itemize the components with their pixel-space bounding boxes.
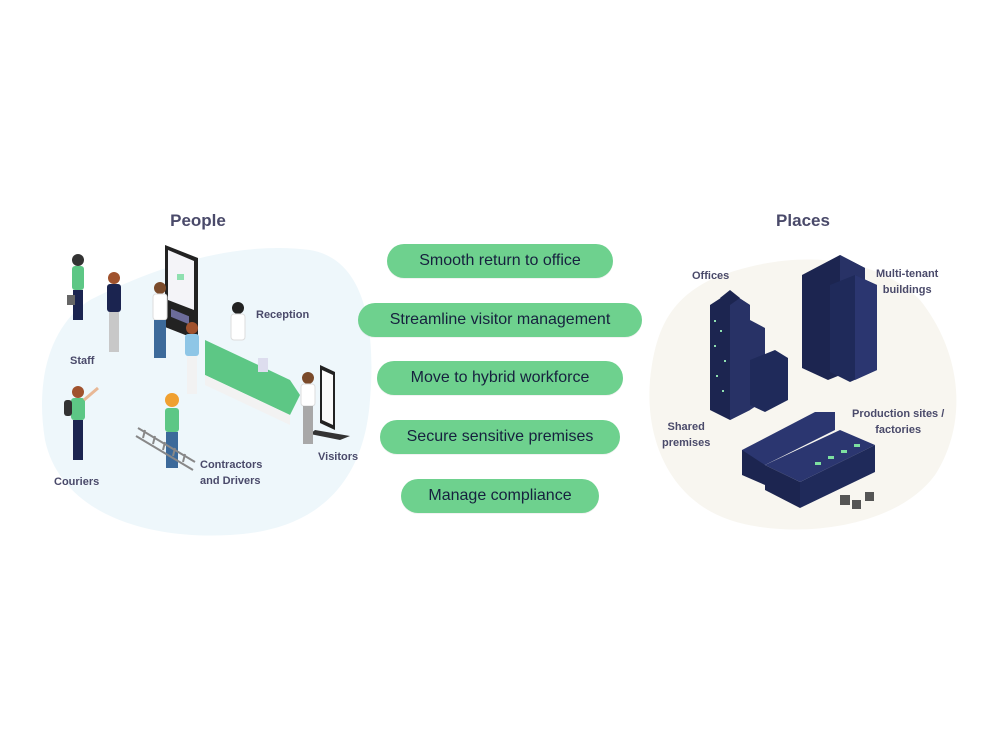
label-offices: Offices	[692, 270, 730, 282]
label-shared-line1: Shared	[667, 421, 705, 433]
places-illustration	[710, 255, 877, 509]
use-case-pill: Streamline visitor management	[358, 303, 642, 337]
label-production-line2: factories	[875, 424, 922, 436]
label-multi-tenant-line2: buildings	[882, 284, 932, 296]
kiosk-icon	[165, 245, 198, 340]
boxes-icon	[840, 492, 874, 509]
label-contractors-line2: and Drivers	[200, 475, 261, 487]
label-visitors: Visitors	[318, 451, 359, 463]
label-shared-line2: premises	[662, 437, 711, 449]
label-multi-tenant-line1: Multi-tenant	[876, 268, 939, 280]
people-heading: People	[170, 211, 226, 230]
label-contractors-line1: Contractors	[200, 459, 263, 471]
sign-stand-icon	[310, 365, 350, 440]
reception-desk-icon	[205, 340, 300, 425]
visitor-figure	[300, 372, 316, 444]
staff-man-figure	[107, 272, 121, 352]
label-shared-premises: Shared premises	[662, 419, 710, 451]
people-background-blob	[42, 248, 372, 536]
multi-tenant-building-icon	[802, 255, 877, 382]
kiosk-user-figure	[152, 282, 168, 358]
use-case-pill: Secure sensitive premises	[380, 420, 620, 454]
factory-icon	[742, 412, 875, 509]
label-contractors: Contractors and Drivers	[200, 457, 262, 489]
label-couriers: Couriers	[54, 476, 100, 488]
label-production-sites: Production sites / factories	[852, 406, 944, 438]
use-case-pill: Smooth return to office	[387, 244, 613, 278]
label-multi-tenant: Multi-tenant buildings	[876, 266, 938, 298]
places-heading: Places	[776, 211, 830, 230]
people-illustration	[64, 245, 350, 471]
ladder-icon	[135, 427, 196, 471]
contractor-figure	[135, 393, 196, 471]
use-case-pill: Move to hybrid workforce	[377, 361, 623, 395]
receptionist-figure	[230, 302, 246, 341]
staff-woman-figure	[67, 254, 84, 320]
desk-visitor-figure	[185, 322, 199, 394]
label-production-line1: Production sites /	[852, 408, 945, 420]
use-case-pill: Manage compliance	[401, 479, 599, 513]
office-tower-icon	[710, 290, 788, 420]
courier-figure	[64, 386, 99, 460]
label-staff: Staff	[70, 355, 95, 367]
label-reception: Reception	[256, 309, 310, 321]
